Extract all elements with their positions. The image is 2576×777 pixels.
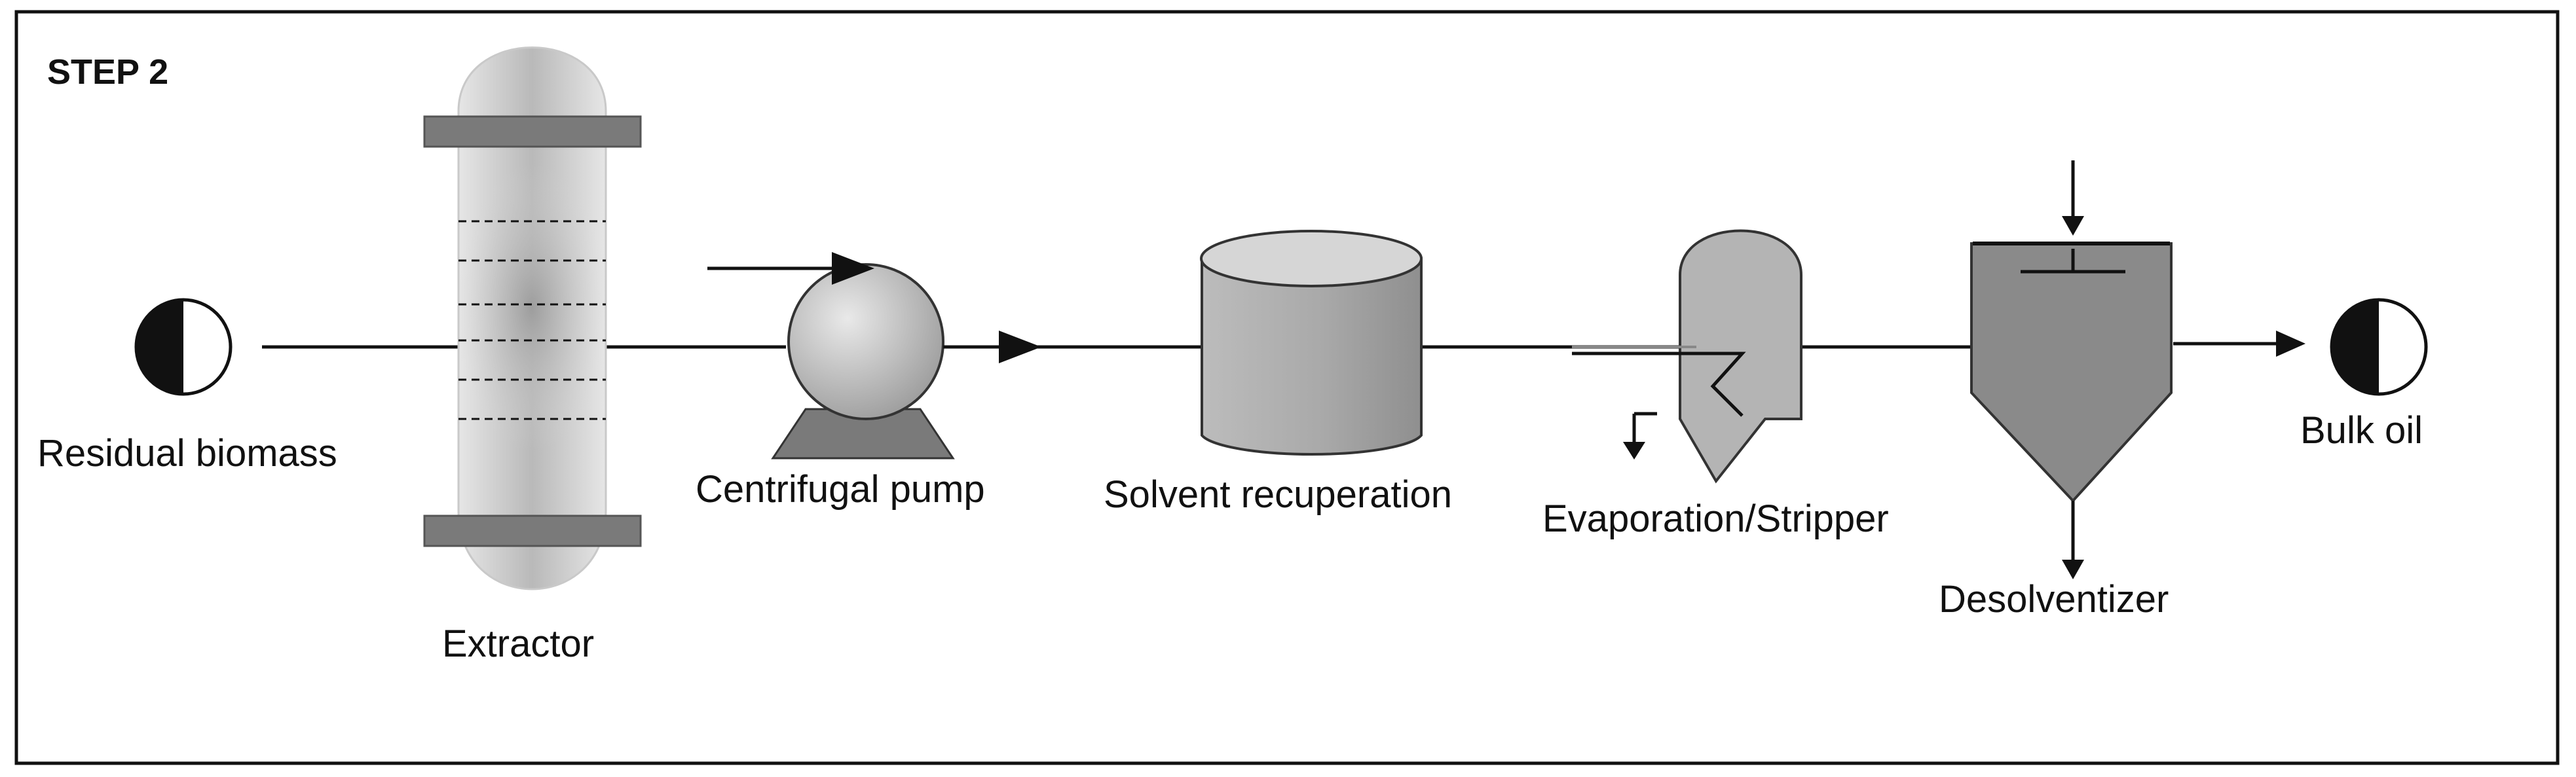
bulk-oil-icon [2330, 298, 2428, 396]
desolventizer-icon [1970, 160, 2305, 579]
solvent-recuperation-label: Solvent recuperation [1104, 473, 1452, 516]
centrifugal-pump-icon [707, 252, 1041, 460]
bulk-oil-label: Bulk oil [2300, 409, 2423, 452]
evaporation-stripper-label: Evaporation/Stripper [1542, 497, 1889, 540]
solvent-recuperation-tank-icon [1200, 230, 1423, 456]
residual-biomass-label: Residual biomass [37, 432, 337, 475]
residual-biomass-icon [134, 298, 233, 396]
extractor-label: Extractor [442, 623, 594, 665]
centrifugal-pump-label: Centrifugal pump [696, 468, 985, 511]
evaporation-stripper-icon [1572, 229, 1802, 484]
step-label: STEP 2 [47, 52, 168, 92]
desolventizer-label: Desolventizer [1939, 578, 2169, 621]
extractor-column-icon [423, 46, 642, 590]
